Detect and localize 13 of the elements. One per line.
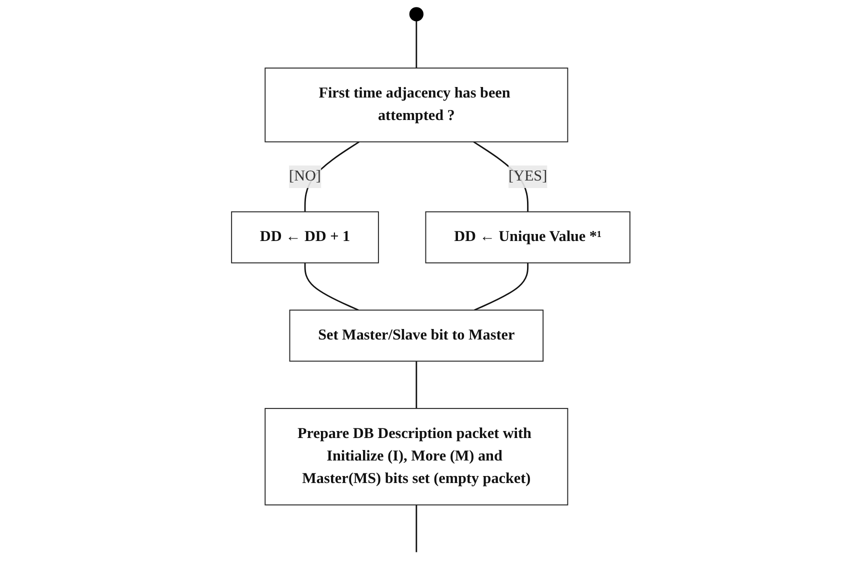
- connector: [415, 20, 417, 68]
- process-node: Prepare DB Description packet with Initialize (I), More (M) and Master(MS) bits set (empty packet): [264, 408, 568, 506]
- process-node: Set Master/Slave bit to Master: [289, 310, 544, 362]
- process-node: DD ← Unique Value *¹: [425, 211, 630, 264]
- connector: [474, 262, 528, 311]
- connector: [304, 262, 359, 311]
- start-dot: [409, 7, 424, 22]
- connector: [415, 504, 417, 552]
- edge-label: [NO]: [288, 168, 321, 184]
- edge-label: [YES]: [508, 168, 547, 184]
- process-node: DD ← DD + 1: [230, 211, 379, 264]
- process-node: First time adjacency has been attempted ?: [264, 68, 568, 142]
- connector: [415, 361, 417, 408]
